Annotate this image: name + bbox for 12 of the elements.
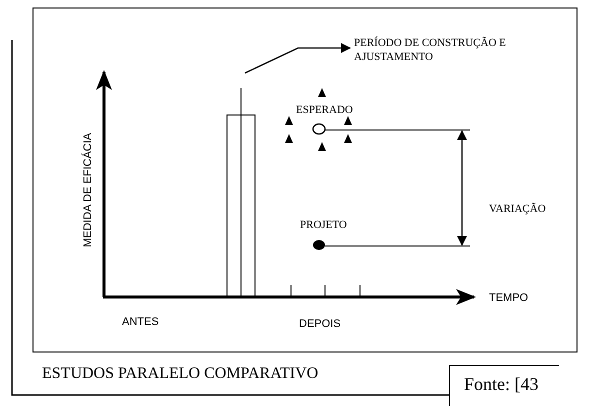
source-note: Fonte: [43 — [449, 365, 558, 406]
axis-label: DEPOIS — [299, 318, 341, 330]
point-label: PROJETO — [300, 219, 347, 231]
dimension-label: VARIAÇÃO — [489, 203, 546, 215]
axis-label: ANTES — [122, 316, 159, 328]
caption: ESTUDOS PARALELO COMPARATIVO — [42, 365, 318, 383]
annotation-text: PERÍODO DE CONSTRUÇÃO E AJUSTAMENTO — [354, 36, 529, 64]
axis-label: TEMPO — [489, 292, 528, 304]
axis-label: MEDIDA DE EFICÁCIA — [82, 132, 94, 250]
vertical-bar — [226, 88, 256, 298]
point-label: ESPERADO — [296, 104, 353, 116]
leader-arrow — [244, 43, 351, 74]
